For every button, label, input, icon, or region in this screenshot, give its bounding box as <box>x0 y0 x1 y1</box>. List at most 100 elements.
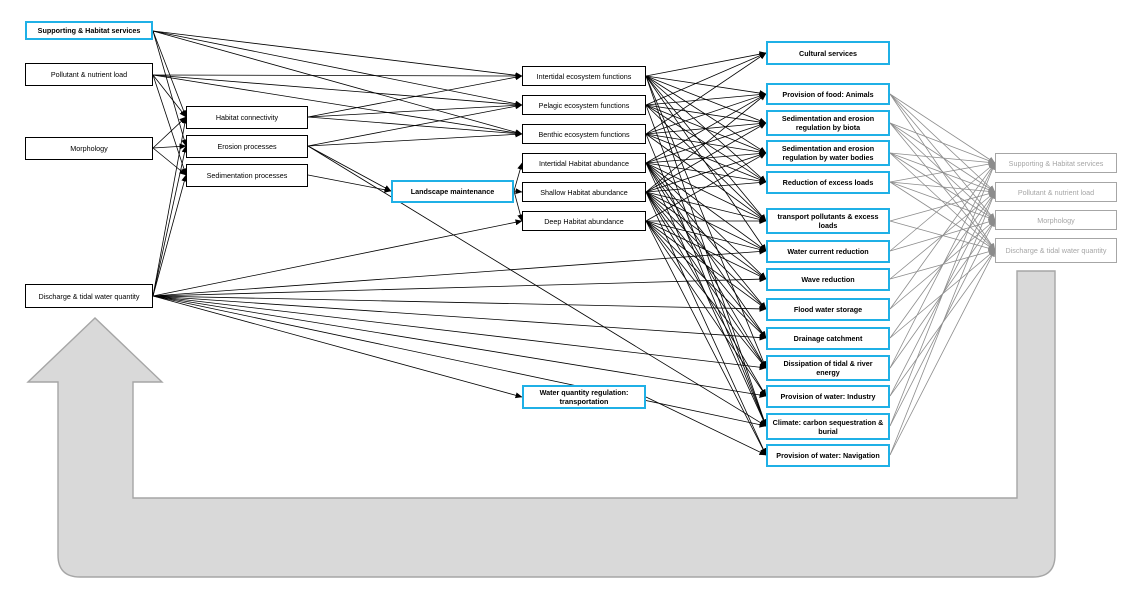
feedback-edge <box>889 152 996 221</box>
feedback-edge <box>889 162 996 252</box>
edges-layer <box>152 30 996 456</box>
edge <box>152 30 523 79</box>
edge <box>645 104 767 222</box>
edge <box>645 191 767 223</box>
edge <box>645 191 767 252</box>
edge <box>152 295 767 371</box>
function-intertidal-ecosystem: Intertidal ecosystem functions <box>522 66 646 86</box>
edge <box>645 191 767 310</box>
edge <box>307 74 523 118</box>
edge <box>645 52 767 106</box>
feedback-supporting-habitat: Supporting & Habitat services <box>995 153 1117 173</box>
process-erosion: Erosion processes <box>186 135 308 158</box>
edge <box>152 295 767 341</box>
service-sed-erosion-water: Sedimentation and erosion regulation by … <box>766 140 890 166</box>
edge <box>152 74 523 136</box>
feedback-edge <box>889 122 996 221</box>
process-sedimentation: Sedimentation processes <box>186 164 308 187</box>
edge <box>152 147 187 176</box>
edge <box>645 75 767 97</box>
service-cultural: Cultural services <box>766 41 890 65</box>
edge <box>513 190 524 222</box>
edge <box>645 75 767 222</box>
driver-morphology: Morphology <box>25 137 153 160</box>
service-wave-reduction: Wave reduction <box>766 268 890 291</box>
edge <box>152 116 187 149</box>
edge <box>152 276 767 297</box>
edge <box>645 104 767 154</box>
edge <box>307 102 523 118</box>
edge <box>513 188 523 195</box>
edge <box>152 295 523 399</box>
edge <box>645 93 767 193</box>
function-pelagic-ecosystem: Pelagic ecosystem functions <box>522 95 646 115</box>
edge <box>645 52 767 135</box>
feedback-edge <box>889 152 996 166</box>
edge <box>152 143 187 150</box>
edge <box>645 220 767 310</box>
edge <box>645 220 767 369</box>
edge <box>645 220 767 280</box>
edge <box>645 220 767 253</box>
feedback-edge <box>889 181 996 251</box>
feedback-morphology: Morphology <box>995 210 1117 230</box>
edge <box>152 74 187 118</box>
feedback-edge <box>889 191 996 456</box>
feedback-pollutant-nutrient-load: Pollutant & nutrient load <box>995 182 1117 202</box>
service-dissipation-energy: Dissipation of tidal & river energy <box>766 355 890 381</box>
feedback-edge <box>889 122 996 193</box>
edge <box>645 162 767 252</box>
edge <box>645 220 767 397</box>
service-reduction-loads: Reduction of excess loads <box>766 171 890 194</box>
function-intertidal-habitat: Intertidal Habitat abundance <box>522 153 646 173</box>
service-water-industry: Provision of water: Industry <box>766 385 890 408</box>
edge <box>152 30 523 107</box>
driver-discharge-tidal: Discharge & tidal water quantity <box>25 284 153 308</box>
edge <box>645 122 767 193</box>
edge <box>152 248 767 297</box>
feedback-edge <box>889 181 996 221</box>
edge <box>152 74 523 108</box>
edge <box>645 220 767 339</box>
edge <box>645 152 767 193</box>
service-climate-carbon: Climate: carbon sequestration & burial <box>766 413 890 440</box>
edge <box>152 30 188 147</box>
edge <box>152 219 523 297</box>
edge <box>152 295 767 398</box>
landscape-maintenance: Landscape maintenance <box>391 180 514 203</box>
edge <box>645 396 767 456</box>
feedback-edge <box>889 162 996 310</box>
edge <box>645 162 767 222</box>
function-benthic-ecosystem: Benthic ecosystem functions <box>522 124 646 144</box>
driver-pollutant-nutrient-load: Pollutant & nutrient load <box>25 63 153 86</box>
edge <box>152 72 523 79</box>
process-habitat-connectivity: Habitat connectivity <box>186 106 308 129</box>
feedback-edge <box>889 161 996 183</box>
edge <box>645 150 767 164</box>
edge <box>152 174 188 297</box>
service-water-navigation: Provision of water: Navigation <box>766 444 890 467</box>
edge <box>645 93 767 164</box>
function-shallow-habitat: Shallow Habitat abundance <box>522 182 646 202</box>
edge <box>645 51 767 77</box>
service-sed-erosion-biota: Sedimentation and erosion regulation by … <box>766 110 890 136</box>
edge <box>645 91 767 106</box>
edge <box>645 133 767 222</box>
feedback-edge <box>889 152 996 251</box>
feedback-edge <box>889 93 996 164</box>
function-deep-habitat: Deep Habitat abundance <box>522 211 646 231</box>
feedback-edge <box>889 122 996 164</box>
edge <box>152 30 187 118</box>
feedback-edge <box>889 181 996 195</box>
edge <box>513 162 524 192</box>
edge <box>645 93 767 135</box>
edge <box>152 145 188 297</box>
service-water-current-reduction: Water current reduction <box>766 240 890 263</box>
feedback-edge <box>889 249 996 456</box>
edge <box>307 145 392 192</box>
edge <box>152 295 767 428</box>
edge <box>152 295 767 312</box>
edge <box>645 75 767 154</box>
service-drainage-catchment: Drainage catchment <box>766 327 890 350</box>
